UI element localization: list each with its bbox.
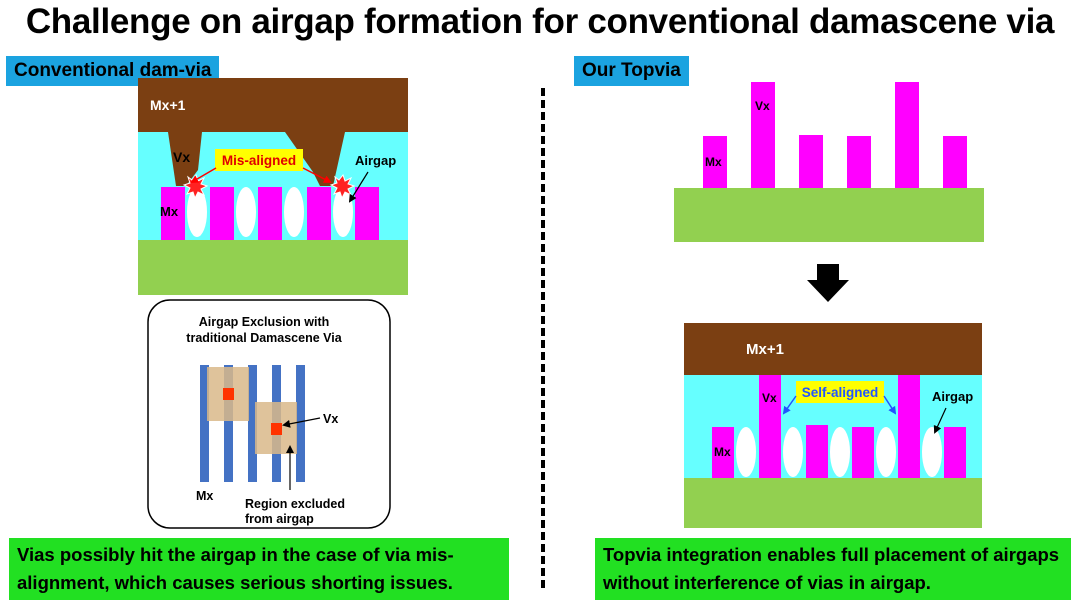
mx1-layer xyxy=(684,323,982,375)
vx-pointer xyxy=(282,417,321,428)
mx1-layer xyxy=(138,78,408,132)
metal-line xyxy=(355,187,379,240)
inset-line xyxy=(200,365,209,482)
metal-pillar xyxy=(898,375,920,478)
substrate-layer xyxy=(684,478,982,528)
airgap xyxy=(284,187,304,237)
mx-label: Mx xyxy=(714,445,731,459)
vx-label: Vx xyxy=(762,391,777,405)
metal-line xyxy=(703,136,727,188)
metal-pillar xyxy=(751,82,775,188)
misaligned-arrow xyxy=(190,167,217,184)
vx-label: Vx xyxy=(173,149,190,165)
self-aligned-box xyxy=(796,381,884,403)
section-divider xyxy=(541,88,545,588)
airgap-label: Airgap xyxy=(355,153,396,168)
substrate-layer xyxy=(674,188,984,242)
airgap-arrow xyxy=(348,171,369,203)
metal-line xyxy=(852,427,874,478)
inset-line xyxy=(224,365,233,482)
inset-mx-label: Mx xyxy=(196,489,213,503)
self-aligned-label: Self-aligned xyxy=(802,385,879,400)
airgap xyxy=(830,427,850,477)
metal-line xyxy=(847,136,871,188)
topvia-structure-after: Mx+1 Self-aligned Vx Mx Airgap xyxy=(684,323,982,528)
conventional-caption: Vias possibly hit the airgap in the case… xyxy=(9,538,509,600)
metal-pillar xyxy=(759,375,781,478)
metal-line xyxy=(799,135,823,188)
topvia-structure-before: Vx Mx xyxy=(674,82,984,242)
inset-line xyxy=(248,365,257,482)
inset-title-1: Airgap Exclusion with xyxy=(199,315,330,329)
topvia-mx-label: Mx xyxy=(705,155,722,169)
airgap xyxy=(236,187,256,237)
airgap xyxy=(922,427,942,477)
collision-burst xyxy=(329,173,356,200)
via-square xyxy=(271,423,282,435)
airgap-label: Airgap xyxy=(932,389,973,404)
misaligned-arrow xyxy=(302,167,332,183)
via-square xyxy=(223,388,234,400)
via-left xyxy=(168,132,202,186)
topvia-caption: Topvia integration enables full placemen… xyxy=(595,538,1071,600)
metal-line xyxy=(944,427,966,478)
page-title: Challenge on airgap formation for conven… xyxy=(25,2,1055,41)
process-arrow xyxy=(807,264,849,302)
region-label-2: from airgap xyxy=(245,512,314,526)
airgap xyxy=(736,427,756,477)
substrate-layer xyxy=(138,240,408,295)
airgap-exclusion-inset: Airgap Exclusion with traditional Damasc… xyxy=(147,299,391,529)
topvia-header: Our Topvia xyxy=(574,56,689,86)
metal-line xyxy=(712,427,734,478)
region-label-1: Region excluded xyxy=(245,497,345,511)
metal-pillar xyxy=(895,82,919,188)
metal-line xyxy=(307,187,331,240)
airgap xyxy=(187,187,207,237)
airgap xyxy=(876,427,896,477)
inset-vx-label: Vx xyxy=(323,412,338,426)
airgap xyxy=(333,187,353,237)
inset-title-2: traditional Damascene Via xyxy=(186,331,342,345)
misaligned-label: Mis-aligned xyxy=(222,153,296,168)
airgap-arrow xyxy=(933,407,947,434)
mx-label: Mx xyxy=(160,204,179,219)
self-aligned-arrow xyxy=(883,395,897,415)
metal-line xyxy=(258,187,282,240)
mx1-label: Mx+1 xyxy=(150,97,186,113)
collision-burst xyxy=(182,173,209,200)
topvia-vx-label: Vx xyxy=(755,99,770,113)
misaligned-box xyxy=(215,149,303,171)
via-right xyxy=(285,132,345,186)
inset-line xyxy=(296,365,305,482)
conventional-structure: Mis-aligned Mx+1 Vx Mx Airgap xyxy=(138,78,408,295)
self-aligned-arrow xyxy=(782,395,797,415)
metal-line xyxy=(210,187,234,240)
metal-line xyxy=(943,136,967,188)
mx1-label: Mx+1 xyxy=(746,341,784,358)
metal-line xyxy=(161,187,185,240)
metal-line xyxy=(806,425,828,478)
airgap xyxy=(783,427,803,477)
